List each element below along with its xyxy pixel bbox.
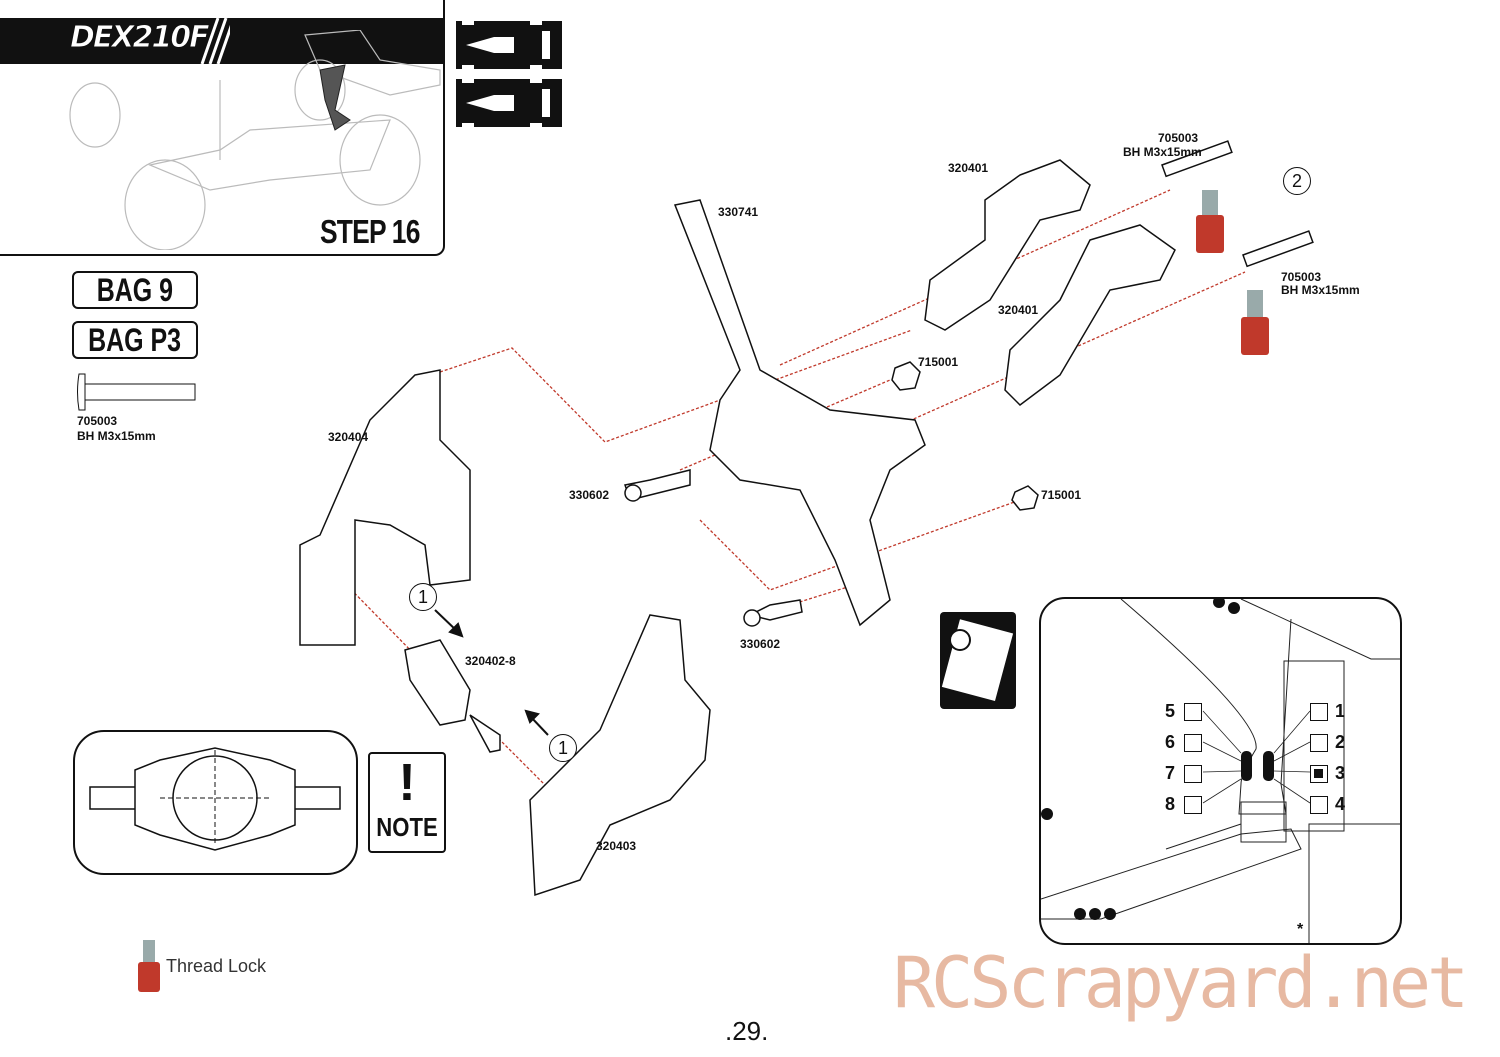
note-label: NOTE <box>376 812 438 842</box>
part-label-715001: 715001 <box>918 355 959 369</box>
position-checkbox-8[interactable] <box>1184 796 1202 814</box>
step-title: STEP 16 <box>320 213 420 250</box>
buggy-illustration <box>69 30 441 250</box>
position-checkbox-1[interactable] <box>1310 703 1328 721</box>
part-label-330602: 330602 <box>569 488 610 502</box>
step-header <box>0 0 445 256</box>
position-label-2: 2 <box>1335 732 1346 752</box>
position-checkbox-2[interactable] <box>1310 734 1328 752</box>
shock-position-inset: 5 6 7 8 1 2 3 4 * <box>1039 597 1402 945</box>
part-label-320404: 320404 <box>328 430 369 444</box>
watermark: RCScrapyard.net <box>893 942 1469 1024</box>
part-label-320401: 320401 <box>948 161 989 175</box>
screw-icon <box>77 373 196 411</box>
note-box: ! NOTE <box>368 752 446 853</box>
part-label-705003: 705003 <box>1158 131 1199 145</box>
threadlock-bottles <box>138 190 1269 992</box>
position-label-3: 3 <box>1335 763 1346 783</box>
callout-1: 1 <box>549 734 577 762</box>
part-desc-705003: BH M3x15mm <box>1123 145 1202 159</box>
position-label-1: 1 <box>1335 701 1346 721</box>
part-label-705003: 705003 <box>1281 270 1322 284</box>
header-band <box>0 18 445 64</box>
part-label-715001: 715001 <box>1041 488 1082 502</box>
part-label-320402-8: 320402-8 <box>465 654 516 668</box>
position-label-7: 7 <box>1165 763 1176 783</box>
screw-description: BH M3x15mm <box>77 429 156 443</box>
position-checkbox-7[interactable] <box>1184 765 1202 783</box>
exclamation-icon: ! <box>398 754 416 812</box>
position-checkbox-3-selected[interactable] <box>1310 765 1328 783</box>
asterisk-note: * <box>1297 921 1304 938</box>
callout-1: 1 <box>409 583 437 611</box>
position-checkbox-4[interactable] <box>1310 796 1328 814</box>
part-desc-705003: BH M3x15mm <box>1281 283 1360 297</box>
callout-2: 2 <box>1283 167 1311 195</box>
part-label-330602: 330602 <box>740 637 781 651</box>
position-label-8: 8 <box>1165 794 1176 814</box>
inset-illustration <box>1041 599 1400 943</box>
part-label-330741: 330741 <box>718 205 759 219</box>
part-label-320403: 320403 <box>596 839 637 853</box>
screw-part-number: 705003 <box>77 414 118 428</box>
part-label-320401: 320401 <box>998 303 1039 317</box>
position-label-4: 4 <box>1335 794 1346 814</box>
page-number: .29. <box>725 1016 769 1046</box>
position-label-6: 6 <box>1165 732 1176 752</box>
bag-label-9: BAG 9 <box>72 271 198 309</box>
chassis-orientation-icons <box>456 19 562 129</box>
model-logo: DEX210F <box>70 20 211 56</box>
position-label-5: 5 <box>1165 701 1176 721</box>
position-checkbox-6[interactable] <box>1184 734 1202 752</box>
thread-lock-legend: Thread Lock <box>166 956 267 976</box>
logo-stripes <box>200 18 230 64</box>
position-checkbox-5[interactable] <box>1184 703 1202 721</box>
bag-label-p3: BAG P3 <box>72 321 198 359</box>
